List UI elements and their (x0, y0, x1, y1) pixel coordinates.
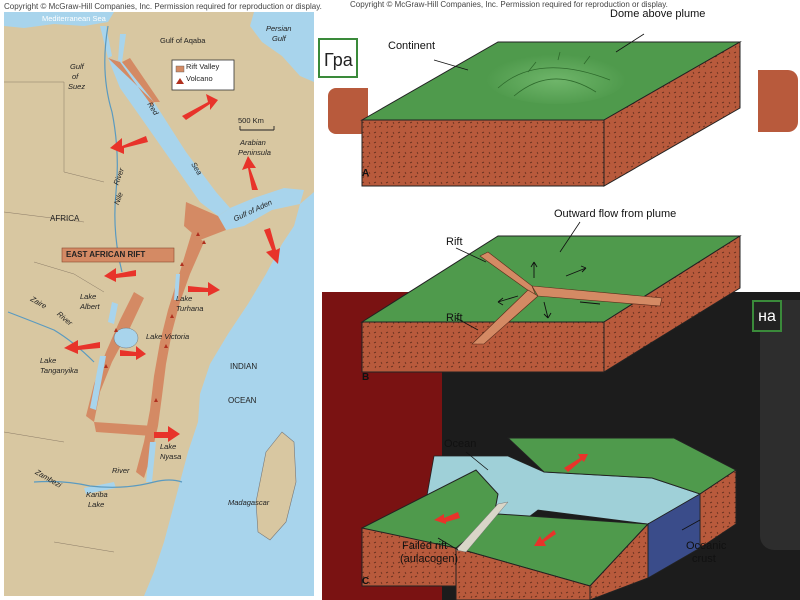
label-lake-nyasa-1: Lake (160, 442, 177, 451)
label-madagascar: Madagascar (228, 498, 270, 507)
panel-a-letter: A (362, 168, 370, 179)
panel-b-block (360, 221, 742, 373)
label-oceanic-1: Oceanic (686, 540, 727, 552)
label-arabian-1: Arabian (240, 138, 266, 147)
copyright-left: Copyright © McGraw-Hill Companies, Inc. … (4, 2, 322, 11)
label-gulf-suez-1: Gulf (70, 62, 84, 71)
panel-c-letter: C (362, 576, 370, 587)
nile-river (104, 25, 123, 273)
slide-red-shape-right (758, 70, 798, 132)
gulf-of-aqaba (118, 34, 126, 62)
legend-rift-label: Rift Valley (186, 62, 220, 71)
label-africa: AFRICA (50, 214, 80, 223)
rift-map (4, 12, 314, 596)
copyright-right: Copyright © McGraw-Hill Companies, Inc. … (350, 0, 668, 9)
lake-kariba-shape (84, 482, 116, 494)
rift-link (94, 422, 154, 436)
label-kariba-2: Lake (88, 500, 105, 509)
slide-right-fragment[interactable]: на (752, 300, 782, 332)
east-african-rift-box (61, 247, 175, 263)
rift-map-panel: Copyright © McGraw-Hill Companies, Inc. … (0, 0, 322, 600)
label-persian-1: Persian (266, 24, 292, 33)
zaire-river (7, 311, 95, 363)
legend-rift-swatch (175, 65, 185, 73)
spreading-arrows (434, 454, 588, 546)
mediterranean-sea (4, 12, 114, 28)
label-gulf-suez-3: Suez (68, 82, 86, 91)
label-kariba-1: Kariba (86, 490, 108, 499)
label-indian-2: OCEAN (228, 396, 257, 405)
label-ocean: Ocean (444, 438, 477, 450)
label-rift-bottom: Rift (446, 312, 463, 324)
label-lake-tanganyika-2: Tanganyika (40, 366, 79, 375)
label-lake-turhana-1: Lake (176, 294, 193, 303)
persian-gulf (250, 12, 314, 82)
country-borders (4, 81, 115, 553)
plate-motion-arrows (64, 94, 280, 442)
lake-albert-shape (108, 302, 118, 324)
lake-tanganyika-shape (90, 356, 106, 410)
label-failed-rift-2: (aulacogen) (400, 553, 459, 565)
label-lake-nyasa-2: Nyasa (160, 452, 182, 461)
label-failed-rift-1: Failed rift (402, 540, 448, 552)
label-arabian-2: Peninsula (238, 148, 271, 157)
slide-title-fragment[interactable]: Гра (318, 38, 358, 78)
label-oceanic-2: crust (692, 553, 716, 565)
legend-volcano-swatch (176, 78, 184, 84)
label-river: River (112, 466, 130, 475)
slide-sidebar (760, 300, 800, 550)
label-dome-above-plume: Dome above plume (610, 8, 706, 20)
lake-turhana-shape (174, 274, 180, 300)
label-indian-1: INDIAN (230, 362, 258, 371)
label-persian-2: Gulf (272, 34, 286, 43)
label-mediterranean: Mediterranean Sea (42, 14, 106, 23)
slide-red-shape-left (328, 88, 368, 134)
lake-victoria-shape (113, 327, 139, 349)
zambezi-river (33, 479, 183, 488)
rift-arm-e (531, 285, 663, 307)
western-rift-branch (86, 292, 144, 422)
failed-rift-channel (455, 501, 509, 553)
afar-triangle (184, 202, 226, 240)
rift-arm-sw (471, 289, 539, 345)
label-gulf-suez-2: of (72, 72, 79, 81)
eastern-rift-branch (136, 232, 204, 478)
red-sea-rift-margin (108, 58, 160, 106)
scale-label: 500 Km (238, 116, 264, 125)
madagascar-island (255, 431, 297, 541)
label-rift-top: Rift (446, 236, 463, 248)
gulf-of-aden (218, 188, 304, 230)
outward-flow-arrows (497, 261, 601, 319)
label-outward-flow: Outward flow from plume (554, 208, 677, 220)
panel-c-block (360, 437, 737, 600)
label-lake-victoria: Lake Victoria (146, 332, 190, 341)
legend-volcano-label: Volcano (186, 74, 213, 83)
scale-bar (239, 126, 275, 131)
label-east-african-rift: EAST AFRICAN RIFT (66, 250, 146, 259)
label-lake-tanganyika-1: Lake (40, 356, 57, 365)
label-lake-albert-2: Albert (80, 302, 100, 311)
label-lake-turhana-2: Turhana (176, 304, 204, 313)
panel-a-block (360, 33, 742, 187)
label-lake-albert-1: Lake (80, 292, 97, 301)
label-gulf-aqaba: Gulf of Aqaba (160, 36, 206, 45)
lake-nyasa-shape (146, 442, 156, 482)
panel-b-letter: B (362, 372, 370, 383)
map-legend-box (171, 59, 235, 91)
label-continent: Continent (388, 40, 436, 52)
red-sea (108, 58, 230, 216)
volcano-markers (104, 232, 206, 402)
plume-rift-diagram: Copyright © McGraw-Hill Companies, Inc. … (348, 0, 800, 600)
block-diagrams (360, 33, 742, 600)
